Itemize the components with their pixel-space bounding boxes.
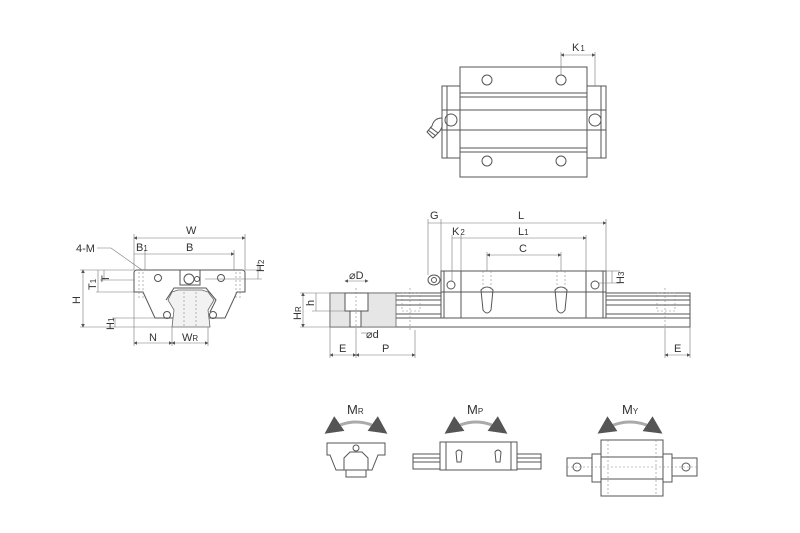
label-mp: MP: [467, 402, 483, 417]
dim-l: L: [518, 210, 524, 222]
dim-h-counterbore: h: [305, 300, 317, 306]
ball-icon: [154, 274, 225, 319]
moment-yaw: MY: [566, 402, 698, 497]
dim-h3: H3: [615, 271, 627, 284]
dim-n: N: [149, 332, 157, 344]
dim-k1: K1: [572, 42, 585, 54]
dim-w: W: [186, 225, 197, 237]
dim-wr: WR: [182, 332, 198, 344]
moment-pitch: MP: [412, 402, 542, 471]
dim-phi-d-large: ⌀D: [349, 270, 364, 282]
front-view: W B1 B 4-M H T1 T H1 H2 N WR: [71, 225, 267, 346]
grease-nipple-side-icon: [427, 274, 441, 286]
moment-roll: MR: [324, 402, 388, 478]
dim-c: C: [519, 243, 527, 255]
rotation-arrow-icon: [597, 416, 663, 434]
dim-b: B: [186, 242, 193, 254]
label-mr: MR: [347, 402, 364, 417]
rail-cross-section: [167, 289, 215, 328]
dim-e-left: E: [339, 343, 346, 355]
leader-4-m: [97, 247, 143, 271]
rotation-arrow-icon: [444, 416, 508, 434]
dim-k2: K2: [452, 226, 465, 238]
dim-p: P: [382, 343, 389, 355]
grease-nipple-icon: [426, 117, 443, 139]
ball-return-icon: [480, 286, 568, 314]
dim-t: T: [100, 275, 112, 282]
dim-e-right: E: [674, 343, 681, 355]
dim-h2: H2: [255, 259, 267, 272]
block-body: [459, 66, 588, 178]
label-my: MY: [622, 402, 639, 417]
label-4-m: 4-M: [76, 243, 95, 255]
dim-g: G: [430, 210, 439, 222]
grease-nipple-front-icon: [179, 269, 201, 286]
bolt-hole: [349, 310, 362, 328]
dim-phi-d-small: ⌀d: [366, 329, 379, 341]
dim-h1: H1: [105, 317, 117, 330]
dim-l1: L1: [518, 226, 529, 238]
rotation-arrow-icon: [324, 416, 388, 434]
dim-t1: T1: [87, 278, 99, 290]
side-view: G L K2 L1 C H3 ⌀D HR h ⌀d E P E: [292, 210, 691, 358]
counterbore: [344, 292, 369, 312]
seal-hole-icon: [446, 280, 600, 290]
dim-hr: HR: [292, 306, 304, 320]
dim-h: H: [71, 296, 83, 304]
block-side: [440, 270, 607, 319]
top-view: K1: [426, 42, 607, 178]
dim-b1: B1: [136, 242, 148, 254]
